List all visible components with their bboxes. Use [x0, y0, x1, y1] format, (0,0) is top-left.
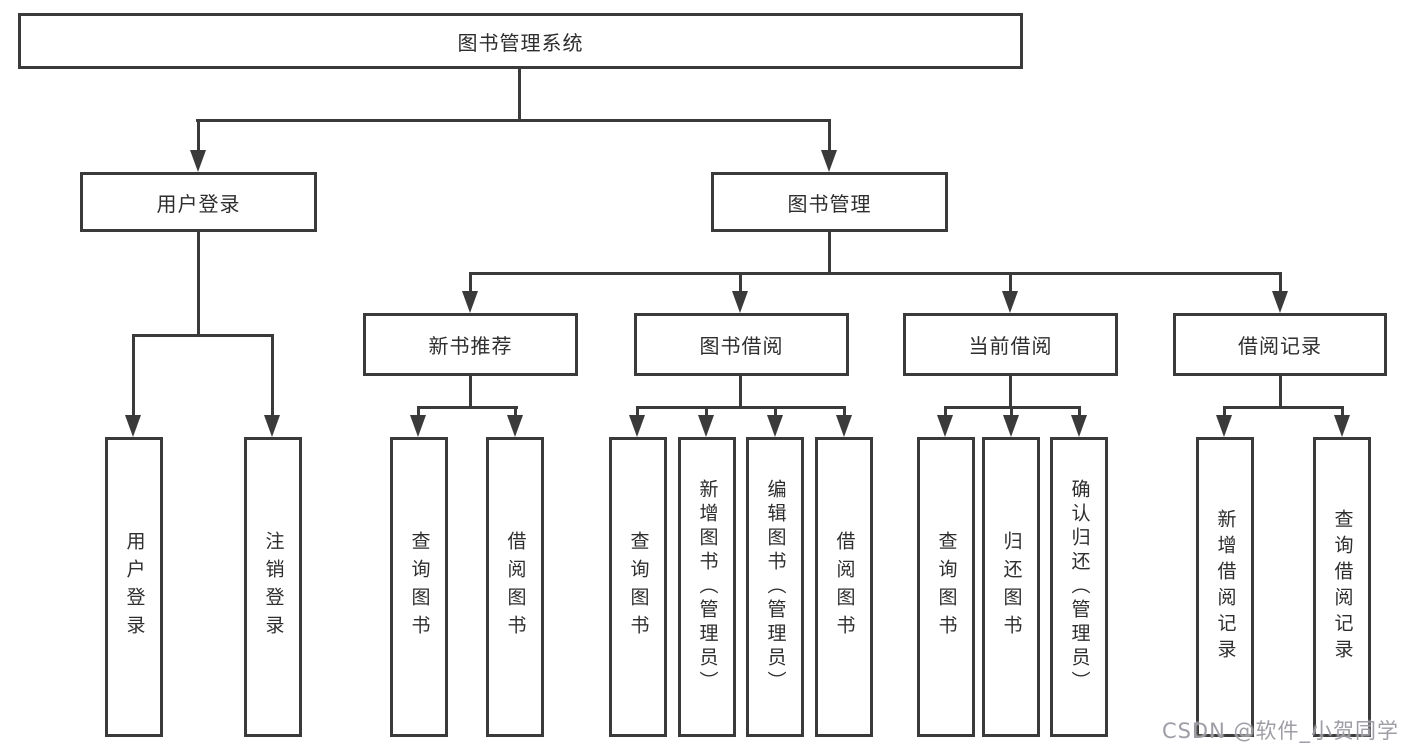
leaf-confirm-return-admin: 确认归还（管理员） — [1050, 437, 1108, 737]
arrow-down-icon — [1272, 291, 1288, 313]
arrow-down-icon — [767, 415, 783, 437]
arrow-down-icon — [264, 415, 280, 437]
arrow-down-icon — [821, 150, 837, 172]
connector-line — [518, 68, 521, 119]
node-root: 图书管理系统 — [18, 13, 1023, 69]
leaf-edit-book-admin: 编辑图书（管理员） — [746, 437, 804, 737]
node-book-borrow: 图书借阅 — [634, 313, 849, 376]
connector-line — [1279, 272, 1282, 294]
connector-line — [417, 406, 518, 409]
connector-line — [514, 406, 517, 418]
leaf-user-login: 用户登录 — [105, 437, 163, 737]
arrow-down-icon — [629, 415, 645, 437]
connector-line — [132, 334, 274, 337]
node-user-login-label: 用户登录 — [156, 191, 241, 216]
connector-line — [1010, 406, 1013, 418]
leaf-borrow-query-book: 查询图书 — [609, 437, 667, 737]
arrow-down-icon — [1071, 415, 1087, 437]
leaf-borrow-book: 借阅图书 — [815, 437, 873, 737]
arrow-down-icon — [698, 415, 714, 437]
leaf-recommend-query-book: 查询图书 — [390, 437, 448, 737]
node-user-login: 用户登录 — [80, 172, 317, 232]
connector-line — [843, 406, 846, 418]
connector-line — [944, 406, 947, 418]
connector-line — [636, 406, 846, 409]
connector-line — [417, 406, 420, 418]
connector-line — [469, 272, 472, 294]
connector-line — [774, 406, 777, 418]
node-borrow-records-label: 借阅记录 — [1238, 334, 1322, 358]
arrow-down-icon — [190, 150, 206, 172]
connector-line — [132, 334, 135, 418]
arrow-down-icon — [1216, 415, 1232, 437]
arrow-down-icon — [836, 415, 852, 437]
connector-line — [828, 119, 831, 153]
arrow-down-icon — [732, 291, 748, 313]
leaf-add-book-admin: 新增图书（管理员） — [678, 437, 736, 737]
connector-line — [1223, 406, 1226, 418]
leaf-query-borrow-record: 查询借阅记录 — [1313, 437, 1371, 737]
connector-line — [828, 232, 831, 274]
leaf-add-borrow-record: 新增借阅记录 — [1196, 437, 1254, 737]
node-root-label: 图书管理系统 — [457, 30, 584, 55]
leaf-logout: 注销登录 — [244, 437, 302, 737]
node-book-mgmt-label: 图书管理 — [787, 191, 872, 216]
node-book-borrow-label: 图书借阅 — [699, 334, 784, 358]
arrow-down-icon — [462, 291, 478, 313]
connector-line — [1279, 376, 1282, 409]
connector-line — [197, 119, 200, 153]
node-borrow-records: 借阅记录 — [1173, 313, 1387, 376]
connector-line — [196, 119, 831, 122]
connector-line — [1078, 406, 1081, 418]
connector-line — [1223, 406, 1344, 409]
arrow-down-icon — [507, 415, 523, 437]
csdn-watermark: CSDN @软件_小贺同学 — [1161, 719, 1399, 743]
arrow-down-icon — [1003, 415, 1019, 437]
node-new-book-recommend-label: 新书推荐 — [428, 334, 513, 358]
connector-line — [469, 272, 1282, 275]
connector-line — [197, 232, 200, 336]
connector-line — [739, 272, 742, 294]
leaf-return-book: 归还图书 — [982, 437, 1040, 737]
connector-line — [739, 376, 742, 409]
connector-line — [705, 406, 708, 418]
connector-line — [1009, 272, 1012, 294]
connector-line — [636, 406, 639, 418]
arrow-down-icon — [1334, 415, 1350, 437]
connector-line — [271, 334, 274, 418]
arrow-down-icon — [410, 415, 426, 437]
connector-line — [469, 376, 472, 409]
node-current-borrow: 当前借阅 — [903, 313, 1118, 376]
node-new-book-recommend: 新书推荐 — [363, 313, 578, 376]
node-current-borrow-label: 当前借阅 — [968, 334, 1053, 358]
arrow-down-icon — [1002, 291, 1018, 313]
leaf-current-query-book: 查询图书 — [917, 437, 975, 737]
connector-line — [1341, 406, 1344, 418]
arrow-down-icon — [125, 415, 141, 437]
leaf-recommend-borrow-book: 借阅图书 — [486, 437, 544, 737]
connector-line — [1009, 376, 1012, 409]
arrow-down-icon — [937, 415, 953, 437]
node-book-mgmt: 图书管理 — [711, 172, 948, 232]
